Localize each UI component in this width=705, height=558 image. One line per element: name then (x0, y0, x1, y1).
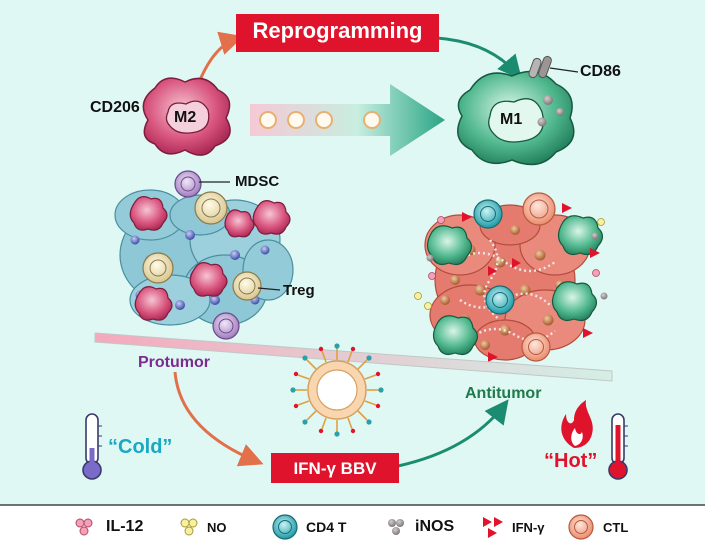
legend-label-il12: IL-12 (106, 518, 144, 535)
cold-label: “Cold” (108, 436, 173, 458)
legend-label-cd4t: CD4 T (306, 519, 347, 535)
ifn-bbv-label: IFN-γ BBV (293, 459, 377, 478)
nanoparticle-row (259, 111, 381, 129)
arrow-bbv-to-antitumor (397, 399, 509, 468)
treg-cell (232, 271, 262, 301)
legend-label-no: NO (207, 520, 227, 535)
m1-macrophage (457, 70, 575, 166)
reprogramming-box (236, 14, 439, 52)
arrow-to-reprogramming (198, 31, 244, 81)
hot-thermometer-icon (608, 413, 628, 480)
reprogramming-arrow (250, 84, 445, 156)
legend-label-inos: iNOS (415, 518, 455, 535)
mdsc-cell (174, 170, 202, 198)
m1-label: M1 (500, 111, 523, 128)
protumor-label: Protumor (138, 354, 210, 371)
legend-ctl-icon (568, 514, 594, 540)
legend-label-ctl: CTL (603, 520, 629, 535)
legend-cd4t-icon (272, 514, 298, 540)
legend-inos-icon (388, 519, 404, 535)
cold-thermometer-icon (82, 413, 102, 480)
legend-label-ifng: IFN-γ (512, 520, 545, 535)
balance-bar (94, 332, 613, 382)
cd206-label: CD206 (90, 99, 140, 116)
arrow-from-reprogramming (436, 36, 522, 80)
antitumor-label: Antitumor (465, 385, 542, 402)
treg-label: Treg (283, 282, 315, 299)
legend-il12-icon (75, 518, 93, 536)
arrow-protumor-to-bbv (173, 371, 264, 467)
cd86-receptor (528, 55, 552, 79)
flame-icon (561, 400, 593, 448)
ifn-bbv-nanoparticle (290, 343, 384, 437)
ifn-bbv-box (271, 453, 399, 483)
m2-macrophage (142, 77, 231, 156)
cd86-label: CD86 (580, 63, 621, 80)
mdsc-label: MDSC (235, 173, 280, 190)
reprogramming-label: Reprogramming (252, 18, 423, 43)
legend-no-icon (180, 518, 198, 536)
hot-label: “Hot” (544, 450, 598, 472)
antitumor-tumor-cluster (414, 192, 608, 362)
legend-ifng-icon (483, 517, 503, 538)
m2-label: M2 (174, 109, 197, 126)
protumor-tumor-cluster (114, 170, 294, 340)
